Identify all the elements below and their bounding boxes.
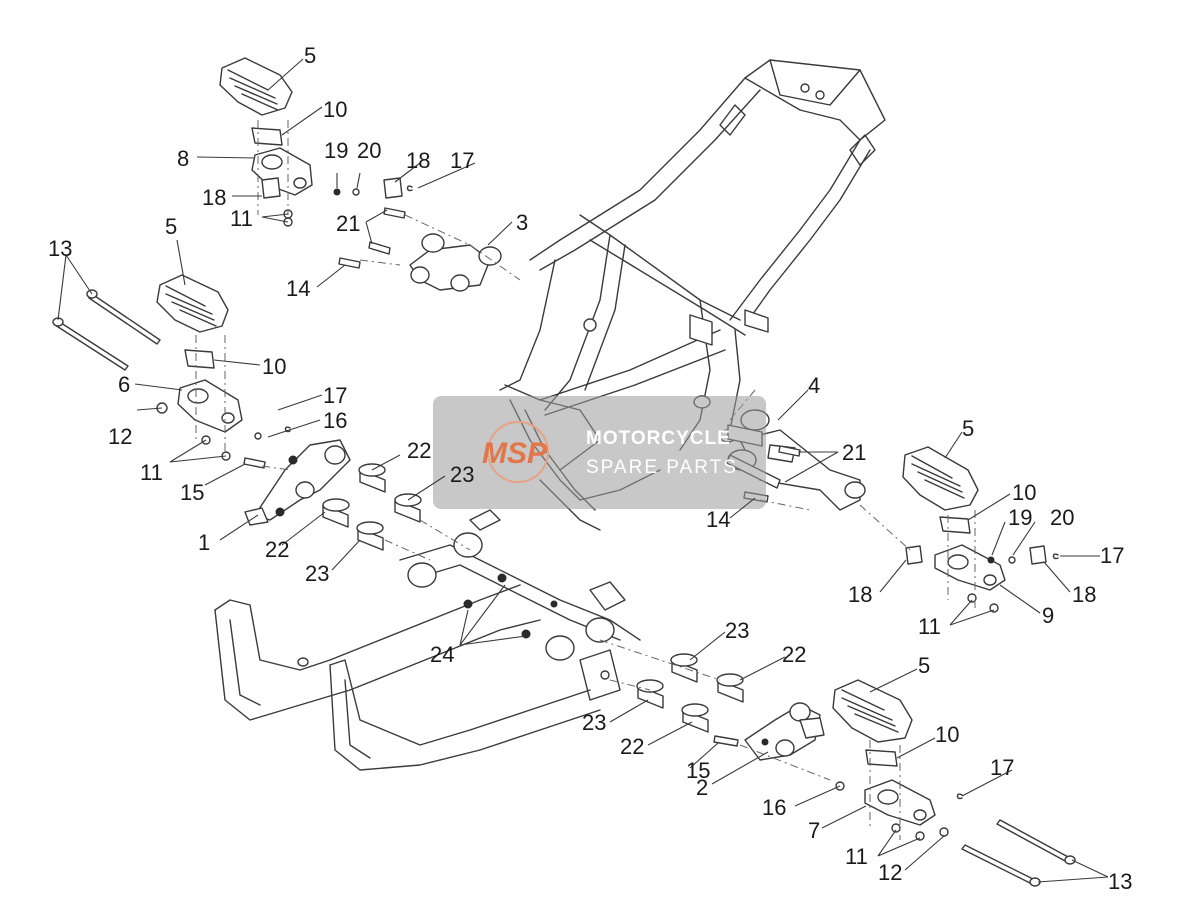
callout-15: 15	[686, 758, 710, 783]
callout-13: 13	[1108, 869, 1132, 894]
callout-24: 24	[430, 642, 454, 667]
callout-10: 10	[262, 354, 286, 379]
callout-3: 3	[516, 210, 528, 235]
callout-15: 15	[180, 480, 204, 505]
callout-22: 22	[407, 438, 431, 463]
callout-20: 20	[357, 138, 381, 163]
bracket-part-3	[409, 233, 502, 292]
callout-2: 2	[696, 775, 708, 800]
callout-labels: 5 10 8 19 20 18 17 18 11 21 3 14 13 5 10…	[48, 43, 1132, 894]
callout-8: 8	[177, 146, 189, 171]
footpeg-holder-part-6	[177, 379, 243, 433]
callout-23: 23	[450, 462, 474, 487]
watermark-globe	[487, 421, 549, 483]
callout-18: 18	[1072, 582, 1096, 607]
callout-12: 12	[108, 424, 132, 449]
small-plates-part-18	[261, 177, 1047, 565]
callout-5: 5	[918, 653, 930, 678]
callout-22: 22	[620, 734, 644, 759]
footpeg-rubber-right	[902, 446, 979, 511]
callout-17: 17	[1100, 543, 1124, 568]
footpeg-rubber-bottom	[832, 679, 913, 743]
leader-lines	[57, 58, 1109, 883]
callout-17: 17	[990, 755, 1014, 780]
callout-13: 13	[48, 236, 72, 261]
footpeg-rubber-left	[156, 274, 229, 333]
callout-23: 23	[725, 618, 749, 643]
callout-4: 4	[808, 373, 820, 398]
callout-11: 11	[918, 614, 941, 639]
callout-5: 5	[962, 416, 974, 441]
callout-22: 22	[265, 537, 289, 562]
callout-20: 20	[1050, 505, 1074, 530]
callout-18: 18	[848, 582, 872, 607]
footpeg-rubber-top	[219, 57, 293, 116]
callout-7: 7	[808, 818, 820, 843]
callout-18: 18	[406, 148, 430, 173]
callout-5: 5	[165, 214, 177, 239]
callout-18: 18	[202, 185, 226, 210]
long-bolts-part-13	[52, 289, 1076, 887]
footpeg-holder-part-9	[934, 544, 1006, 591]
callout-11: 11	[845, 844, 868, 869]
callout-6: 6	[118, 372, 130, 397]
callout-16: 16	[762, 795, 786, 820]
callout-19: 19	[324, 138, 348, 163]
callout-21: 21	[842, 440, 866, 465]
passenger-bracket-part-1	[244, 439, 351, 526]
callout-10: 10	[1012, 480, 1036, 505]
callout-21: 21	[336, 211, 360, 236]
callout-12: 12	[878, 860, 902, 885]
footrest-bracket-assembly	[214, 509, 641, 771]
callout-22: 22	[782, 642, 806, 667]
callout-14: 14	[706, 507, 730, 532]
watermark-subtitle: SPARE PARTS	[586, 457, 738, 478]
callout-17: 17	[450, 148, 474, 173]
callout-9: 9	[1042, 603, 1054, 628]
callout-16: 16	[323, 408, 347, 433]
assembly-axis-lines	[195, 120, 976, 840]
watermark: MSP MOTORCYCLE SPARE PARTS	[433, 396, 766, 509]
watermark-title: MOTORCYCLE	[586, 428, 731, 449]
callout-5: 5	[304, 43, 316, 68]
callout-19: 19	[1008, 505, 1032, 530]
passenger-bracket-part-2	[744, 702, 825, 761]
callout-11: 11	[230, 206, 253, 231]
watermark-box	[433, 396, 766, 509]
callout-14: 14	[286, 276, 310, 301]
callout-23: 23	[582, 710, 606, 735]
callout-10: 10	[935, 722, 959, 747]
callout-11: 11	[140, 460, 163, 485]
callout-10: 10	[323, 97, 347, 122]
watermark-logo: MSP	[482, 437, 548, 470]
footpeg-holder-part-8	[251, 147, 313, 196]
callout-17: 17	[323, 383, 347, 408]
callout-1: 1	[198, 530, 210, 555]
callout-23: 23	[305, 561, 329, 586]
